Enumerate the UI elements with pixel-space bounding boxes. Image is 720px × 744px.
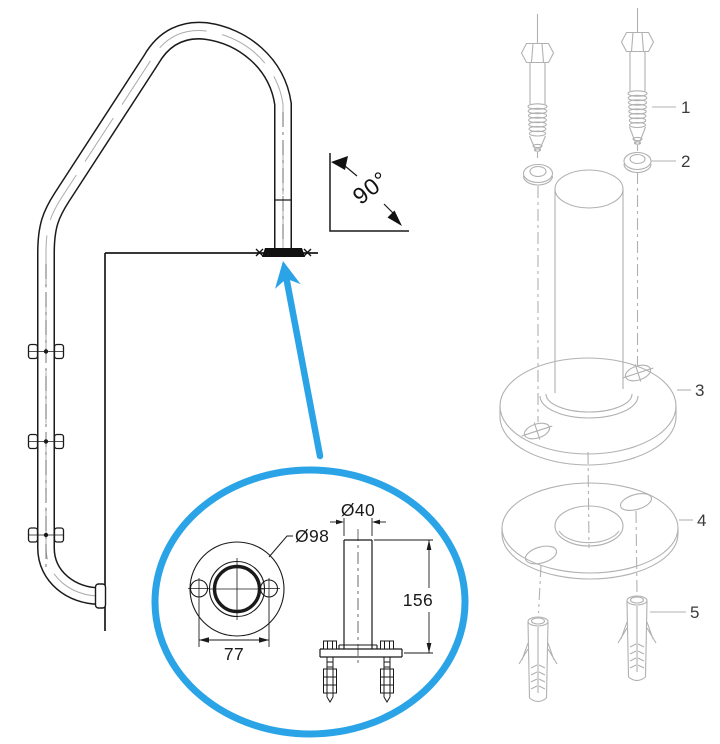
callout-arrow-head <box>275 261 301 289</box>
flange-hole-lower <box>521 422 553 440</box>
lag-screw-right <box>620 8 655 151</box>
socket-height-label: 156 <box>403 590 433 610</box>
bolt-spacing-label: 77 <box>224 644 244 664</box>
angle-annotation: 90° <box>329 153 409 232</box>
rung-lug <box>27 527 65 543</box>
washer-left <box>522 163 554 422</box>
socket-flange-plate <box>319 648 403 658</box>
rung-lug <box>27 343 65 360</box>
rung-lugs <box>27 343 65 543</box>
lag-screw-left <box>520 14 555 162</box>
wall-plug-left <box>518 616 558 703</box>
detail-bolt-right <box>380 640 394 703</box>
part-label-5: 5 <box>690 603 699 622</box>
bolt-hole-left <box>188 578 210 599</box>
bolt-hole-right <box>258 578 280 599</box>
wall-plug-right <box>617 595 657 682</box>
callout <box>151 261 469 738</box>
flange-hole-upper <box>622 364 654 382</box>
tube-diameter-label: Ø40 <box>341 500 375 520</box>
part-label-1: 1 <box>681 98 690 117</box>
callout-arrow-shaft <box>283 275 324 460</box>
tube-highlight-line <box>45 30 284 597</box>
cover-flange <box>501 482 679 614</box>
bolt-spacing-dimension: 77 <box>198 599 270 664</box>
angle-arrowhead-upper <box>331 156 348 170</box>
flange-diameter-label: Ø98 <box>295 526 329 546</box>
tube-diameter-dimension: Ø40 <box>330 500 386 536</box>
rung-lug <box>27 433 65 450</box>
wall-mount-cap <box>94 583 107 609</box>
angle-label: 90° <box>348 166 394 210</box>
part-label-3: 3 <box>695 381 704 400</box>
socket-height-dimension: 156 <box>374 539 433 654</box>
part-labels: 1 2 3 4 5 <box>650 98 706 622</box>
callout-circle <box>151 466 469 738</box>
exploded-view: 1 2 3 4 5 <box>499 8 706 703</box>
part-label-4: 4 <box>697 511 706 530</box>
detail-top-view: Ø98 77 <box>188 526 329 664</box>
angle-arrowhead-lower <box>387 210 402 226</box>
cover-slot-lower <box>524 545 558 565</box>
deck-anchor-flange <box>255 248 312 257</box>
anchor-socket <box>499 169 677 549</box>
socket-tube <box>343 539 373 649</box>
ladder-side-view: 90° <box>27 21 409 631</box>
washer-right <box>623 151 652 366</box>
part-label-2: 2 <box>681 152 690 171</box>
cover-slot-upper <box>619 492 653 512</box>
handrail-tube <box>37 21 292 605</box>
detail-side-view: Ø40 156 <box>319 500 433 703</box>
detail-bolt-left <box>323 640 337 703</box>
